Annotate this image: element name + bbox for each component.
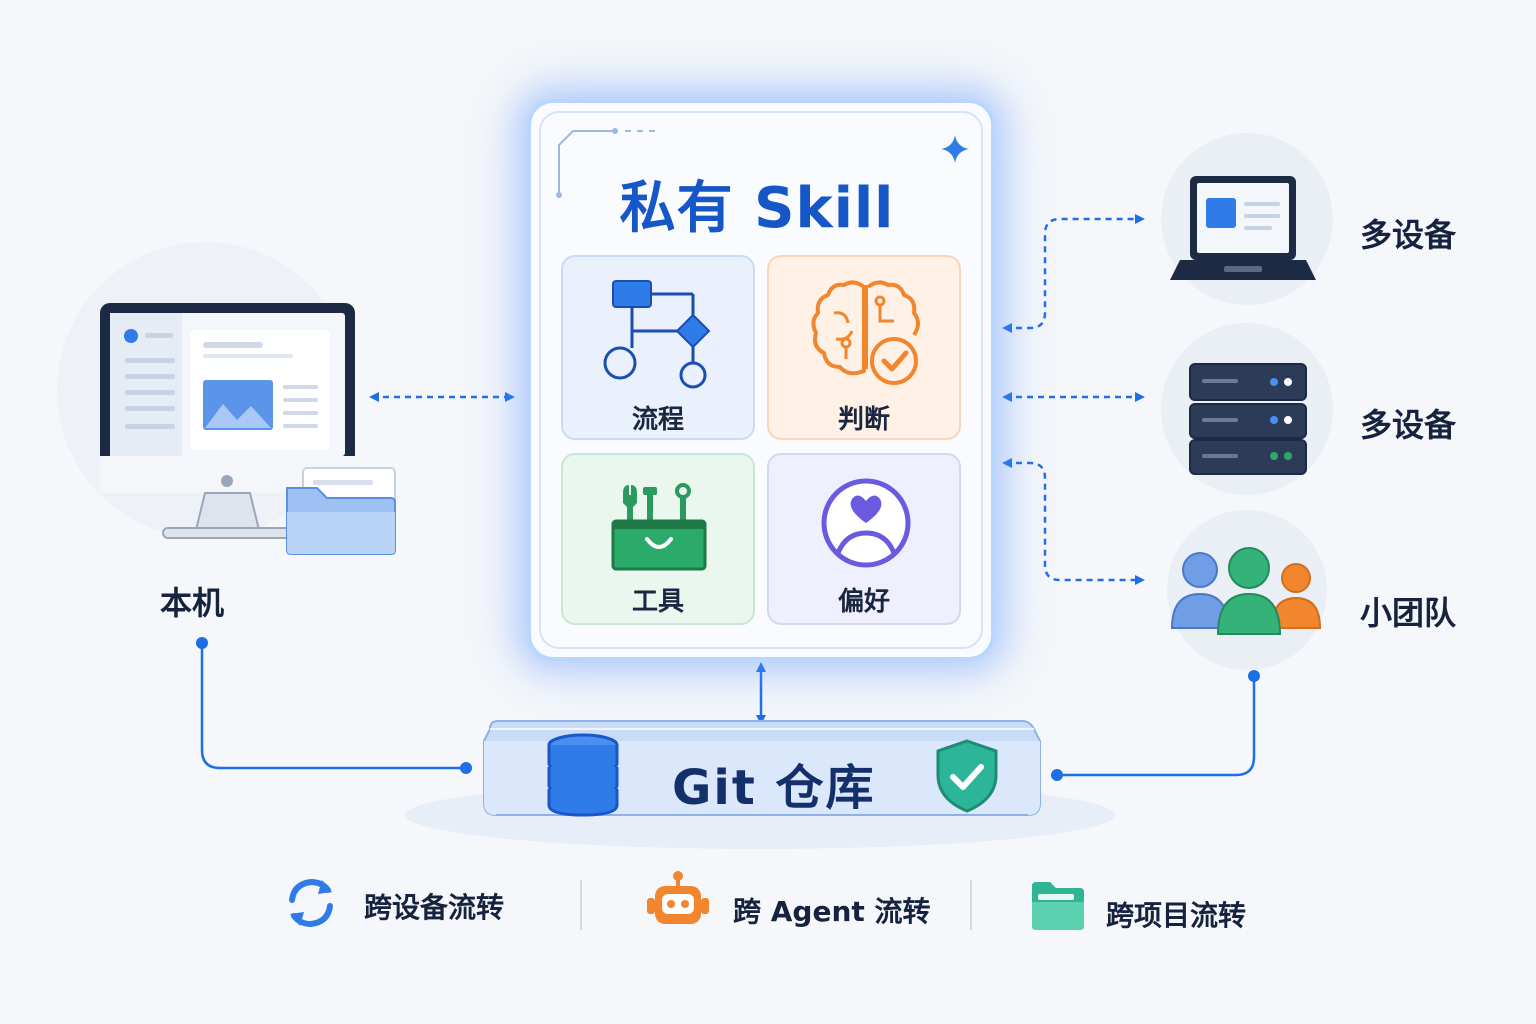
team-icon — [1167, 510, 1327, 670]
git-repo — [400, 705, 1120, 855]
folder-icon — [1032, 882, 1084, 930]
tile-tools-label: 工具 — [631, 587, 684, 617]
tile-tools: 工具 — [561, 453, 755, 625]
git-repo-label: Git 仓库 — [672, 760, 876, 816]
server-icon — [1161, 323, 1333, 495]
device-server-label: 多设备 — [1360, 406, 1457, 444]
desktop-computer-icon — [57, 242, 396, 555]
tile-judge-label: 判断 — [837, 405, 890, 435]
divider — [580, 880, 582, 930]
local-git-line — [200, 643, 466, 770]
feature-cross-device-label: 跨设备流转 — [364, 891, 505, 924]
feature-cross-project: 跨项目流转 — [1028, 872, 1288, 942]
device-server — [1160, 322, 1335, 497]
local-machine — [55, 240, 415, 580]
device-team — [1160, 510, 1335, 670]
database-icon — [547, 733, 619, 817]
circuit-decor-icon — [556, 128, 655, 198]
tile-flow-label: 流程 — [631, 405, 684, 435]
private-skill-card: 私有 Skill 流程 — [527, 99, 995, 661]
laptop-icon — [1161, 133, 1333, 305]
feature-cross-project-label: 跨项目流转 — [1106, 899, 1247, 932]
toolbox-icon — [611, 483, 707, 571]
skill-team-arrow — [1002, 458, 1145, 585]
feature-cross-device: 跨设备流转 — [282, 870, 542, 940]
tile-pref: 偏好 — [767, 453, 961, 625]
skill-laptop-arrow — [1002, 214, 1145, 333]
shield-check-icon — [936, 739, 998, 813]
device-laptop — [1160, 132, 1335, 307]
sparkle-icon — [941, 135, 969, 163]
device-team-label: 小团队 — [1360, 594, 1457, 632]
tile-judge: 判断 — [767, 255, 961, 440]
user-heart-icon — [821, 478, 911, 568]
flowchart-icon — [603, 280, 711, 389]
tile-pref-label: 偏好 — [837, 587, 890, 617]
brain-check-icon — [811, 280, 920, 385]
local-label: 本机 — [160, 584, 225, 622]
skill-title: 私有 Skill — [619, 176, 895, 241]
team-git-line — [1057, 676, 1256, 777]
device-laptop-label: 多设备 — [1360, 216, 1457, 254]
tile-flow: 流程 — [561, 255, 755, 440]
feature-cross-agent-label: 跨 Agent 流转 — [733, 895, 931, 928]
divider — [970, 880, 972, 930]
sync-icon — [289, 878, 333, 928]
robot-icon — [647, 871, 709, 924]
feature-cross-agent: 跨 Agent 流转 — [645, 870, 935, 940]
